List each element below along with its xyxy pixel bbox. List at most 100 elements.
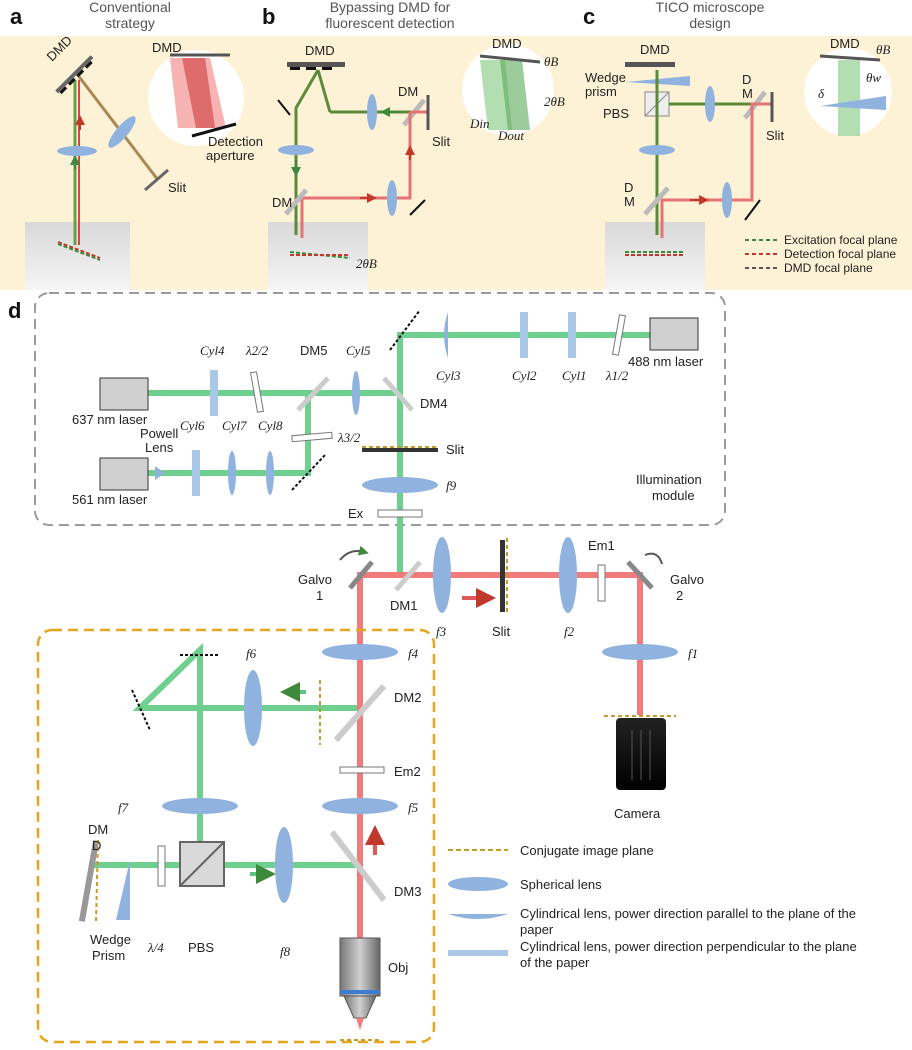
cyl6-label: Cyl6	[180, 418, 205, 433]
f2-label: f2	[564, 624, 575, 639]
sample-a	[25, 222, 130, 290]
illum-title-1: Illumination	[636, 472, 702, 487]
inset-c-thetab: θB	[876, 42, 890, 57]
legend-top-item-1: Detection focal plane	[784, 247, 896, 261]
half2-label: λ2/2	[245, 343, 269, 358]
galvo1-label-2: 1	[316, 588, 323, 603]
top-banner	[0, 0, 912, 290]
f1-label: f1	[688, 646, 698, 661]
excitation-plane-a	[57, 243, 101, 261]
lens-c2	[639, 145, 675, 155]
powell-label-2: Lens	[145, 440, 174, 455]
galvo1-label-1: Galvo	[298, 572, 332, 587]
half-wave-3	[291, 431, 333, 443]
slit-a	[144, 168, 169, 192]
legend-d: Conjugate image plane Spherical lens Cyl…	[448, 843, 857, 970]
cyl5	[352, 371, 360, 415]
mirror-561	[291, 453, 327, 491]
ex-filter	[377, 509, 423, 518]
f8-label: f8	[280, 944, 291, 959]
lens-a1	[57, 146, 97, 156]
panel-b: b Bypassing DMD for fluorescent detectio…	[262, 0, 565, 290]
lens-b1	[367, 94, 377, 130]
dm2-label: DM2	[394, 690, 421, 705]
cyl7-label: Cyl7	[222, 418, 247, 433]
legend-top-item-0: Excitation focal plane	[784, 233, 898, 247]
f5-label: f5	[408, 800, 419, 815]
dm-c-left-1: D	[624, 180, 633, 195]
f8-lens	[275, 827, 293, 903]
legend-d-item-3b: of the paper	[520, 955, 590, 970]
objective	[339, 937, 381, 997]
dm5-label: DM5	[300, 343, 327, 358]
galvo-2	[626, 560, 654, 590]
cyl5-label: Cyl5	[346, 343, 371, 358]
panel-b-title-2: fluorescent detection	[325, 15, 454, 31]
dmd-module-2: D	[92, 838, 101, 853]
beam-red-c	[660, 102, 772, 238]
detection-label-2: aperture	[206, 148, 254, 163]
slit-det	[500, 540, 505, 612]
panel-a-title-1: Conventional	[89, 0, 171, 15]
quarter-label: λ/4	[147, 940, 164, 955]
dmd-c	[625, 62, 675, 67]
cyl8	[266, 451, 274, 495]
panel-c-title-2: design	[689, 15, 730, 31]
dm-b-bottom	[284, 188, 308, 216]
lens-a2	[108, 116, 136, 148]
inset-c-thetaw: θw	[866, 70, 881, 85]
legend-d-symbol-3	[448, 950, 508, 956]
inset-b-dout: Dout	[497, 128, 524, 143]
dm1-label: DM1	[390, 598, 417, 613]
f5-lens	[322, 798, 398, 814]
legend-d-item-3a: Cylindrical lens, power direction perpen…	[520, 939, 857, 954]
dm5	[296, 376, 330, 412]
panel-c: c TICO microscope design DMD Wedge prism…	[583, 0, 892, 290]
legend-d-item-0: Conjugate image plane	[520, 843, 654, 858]
laser-488-label: 488 nm laser	[628, 354, 704, 369]
quarter-wave	[157, 845, 166, 887]
laser-637	[99, 377, 149, 411]
lens-c3	[722, 182, 732, 218]
panel-c-letter: c	[583, 4, 595, 29]
dm2	[333, 684, 387, 742]
galvo2-label-2: 2	[676, 588, 683, 603]
f2-lens	[559, 537, 577, 613]
f3-lens	[433, 537, 451, 613]
dm1	[394, 560, 422, 592]
panel-a: a Conventional strategy DMD Slit DMD Det…	[10, 0, 263, 290]
inset-b-din: Din	[469, 116, 490, 131]
half1-label: λ1/2	[605, 368, 629, 383]
dm-c-left-2: M	[624, 194, 635, 209]
beam-green-b	[294, 69, 320, 235]
inset-b-beam2	[500, 60, 530, 130]
legend-top-item-2: DMD focal plane	[784, 261, 873, 275]
dm3	[329, 830, 387, 902]
legend-d-symbol-1	[448, 877, 508, 891]
mirror-b2	[409, 199, 426, 216]
cyl8-label: Cyl8	[258, 418, 283, 433]
cyl7	[228, 451, 236, 495]
f9-label: f9	[446, 478, 457, 493]
f3-label: f3	[436, 624, 447, 639]
cyl1	[568, 312, 576, 358]
pbs-label: PBS	[188, 940, 214, 955]
panel-b-title-1: Bypassing DMD for	[330, 0, 451, 15]
legend-d-symbol-2	[448, 914, 508, 919]
em1-filter	[597, 564, 606, 602]
panel-c-title-1: TICO microscope	[656, 0, 765, 15]
inset-c-delta: δ	[818, 86, 825, 101]
slit-illum	[362, 448, 438, 452]
dmd-b	[287, 62, 345, 67]
sample-angle-b: 2θB	[356, 256, 377, 271]
lens-c1	[705, 86, 715, 122]
slit-a-label: Slit	[168, 180, 186, 195]
f6-lens	[244, 670, 262, 746]
f9-lens	[362, 477, 438, 493]
inset-b-dmd	[479, 54, 541, 64]
lens-b3	[387, 180, 397, 216]
f7-lens	[162, 798, 238, 814]
panel-a-letter: a	[10, 4, 23, 29]
inset-c-wedge	[820, 96, 886, 110]
slit-det-label: Slit	[492, 624, 510, 639]
